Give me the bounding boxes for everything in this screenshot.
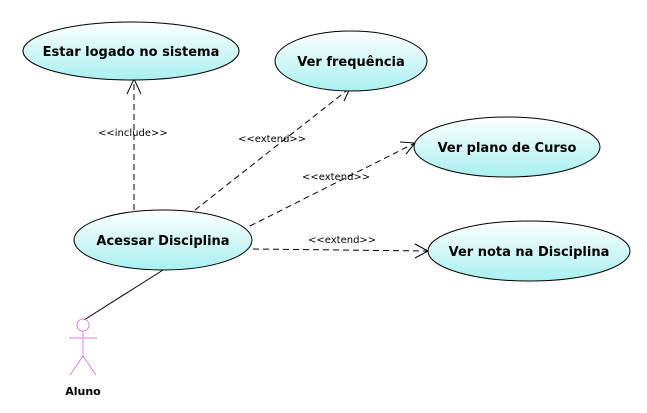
extend-relation-frequencia: <<extend>> [194,87,351,211]
use-case-acessar-disciplina[interactable]: Acessar Disciplina [73,209,253,271]
extend-label-nota: <<extend>> [308,235,376,246]
actor-label: Aluno [65,385,101,398]
actor-aluno[interactable]: Aluno [65,318,101,398]
use-case-ver-frequencia[interactable]: Ver frequência [274,30,428,92]
use-case-ver-nota-label: Ver nota na Disciplina [449,245,610,260]
use-case-estar-logado-label: Estar logado no sistema [43,45,220,60]
use-case-ver-plano-label: Ver plano de Curso [438,141,577,156]
include-relation: <<include>> [98,77,168,210]
association-line [83,269,164,321]
actor-stick-figure-icon [69,318,97,376]
use-case-ver-frequencia-label: Ver frequência [297,55,405,70]
include-label: <<include>> [98,128,168,139]
use-case-ver-nota[interactable]: Ver nota na Disciplina [427,220,631,282]
extend-relation-nota: <<extend>> [252,235,430,259]
extend-relation-plano: <<extend>> [249,141,417,227]
use-case-estar-logado[interactable]: Estar logado no sistema [22,21,240,81]
use-case-ver-plano[interactable]: Ver plano de Curso [413,116,601,178]
extend-label-frequencia: <<extend>> [238,134,306,145]
extend-label-plano: <<extend>> [302,172,370,183]
use-case-acessar-disciplina-label: Acessar Disciplina [96,234,229,249]
